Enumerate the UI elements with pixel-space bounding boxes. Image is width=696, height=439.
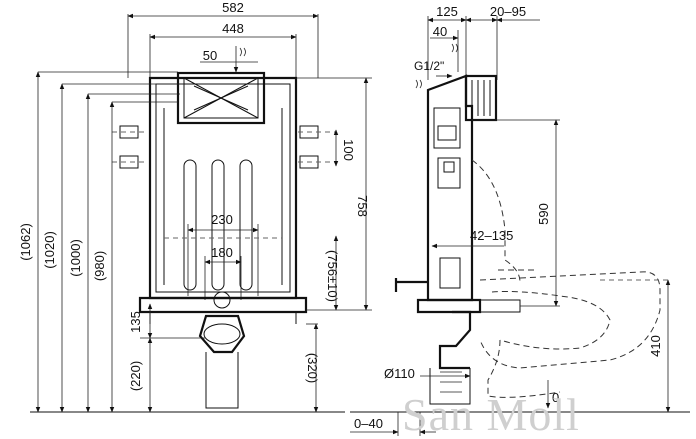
dim-0: 0 [552, 390, 559, 405]
dim-110: Ø110 [384, 366, 415, 381]
dim-42-135: 42–135 [470, 228, 513, 243]
dim-410: 410 [648, 335, 663, 357]
dim-180: 180 [211, 245, 233, 260]
dim-448: 448 [222, 21, 244, 36]
dim-590: 590 [536, 203, 551, 225]
dim-980: (980) [92, 251, 107, 281]
front-view: 582 448 50 100 23 [18, 0, 372, 413]
dim-758: 758 [355, 195, 370, 217]
dim-50: 50 [203, 48, 217, 63]
dim-1062: (1062) [18, 223, 33, 261]
dim-230: 230 [211, 212, 233, 227]
dim-40: 40 [433, 24, 447, 39]
dim-1020: (1020) [42, 231, 57, 269]
dim-756: (756±10) [325, 250, 340, 302]
dim-135: 135 [128, 311, 143, 333]
dim-220: (220) [128, 361, 143, 391]
dim-125: 125 [436, 4, 458, 19]
dim-1000: (1000) [68, 239, 83, 277]
dim-0-40: 0–40 [354, 416, 383, 431]
side-view: 125 20–95 40 G1/2" 42–135 [350, 4, 690, 436]
dim-320: (320) [305, 353, 320, 383]
dim-582: 582 [222, 0, 244, 15]
watermark: San Moll [402, 389, 580, 439]
dim-20-95: 20–95 [490, 4, 526, 19]
dim-100: 100 [341, 139, 356, 161]
water-inlet-label: G1/2" [414, 59, 444, 73]
